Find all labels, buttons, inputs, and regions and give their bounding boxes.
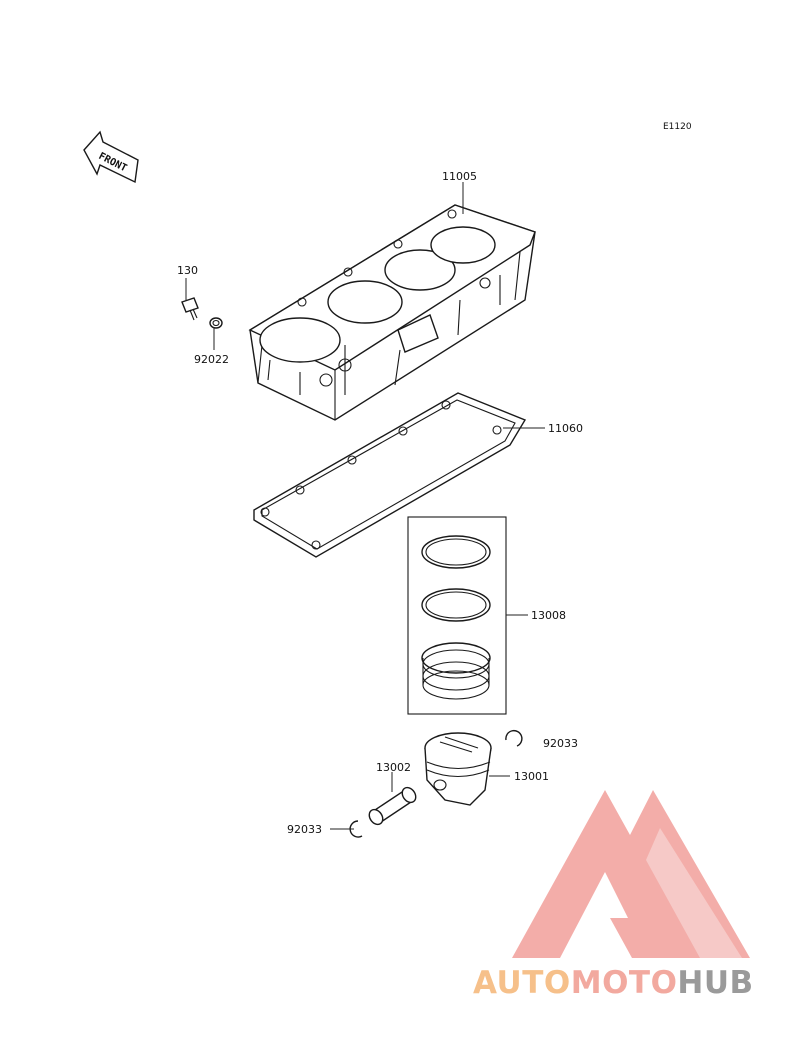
piston-pin-part — [368, 786, 417, 826]
part-number-11005: 11005 — [442, 170, 477, 183]
part-number-13001: 13001 — [514, 770, 549, 783]
part-number-11060: 11060 — [548, 422, 583, 435]
diagram-code: E1120 — [663, 122, 692, 132]
watermark-moto: MOTO — [571, 965, 678, 1001]
piston-part — [424, 732, 492, 806]
watermark-hub: HUB — [677, 965, 753, 1001]
snap-ring-lower-part — [349, 820, 363, 838]
ring-set-part — [407, 516, 507, 715]
bolt-part — [181, 297, 199, 321]
part-number-92033-lower: 92033 — [287, 823, 322, 836]
cylinder-block — [248, 204, 536, 421]
watermark-auto: AUTO — [473, 965, 571, 1001]
snap-ring-upper-part — [505, 729, 523, 747]
part-number-13008: 13008 — [531, 609, 566, 622]
part-number-13002: 13002 — [376, 761, 411, 774]
gasket-part — [253, 392, 527, 558]
leader-lines — [185, 182, 545, 830]
watermark-text: AUTOMOTOHUB — [473, 965, 754, 1001]
part-number-92022: 92022 — [194, 353, 229, 366]
front-arrow-icon: FRONT — [83, 130, 139, 184]
part-number-92033-upper: 92033 — [543, 737, 578, 750]
watermark-logo-icon — [512, 790, 750, 958]
part-number-130: 130 — [177, 264, 198, 277]
washer-part — [209, 317, 223, 329]
